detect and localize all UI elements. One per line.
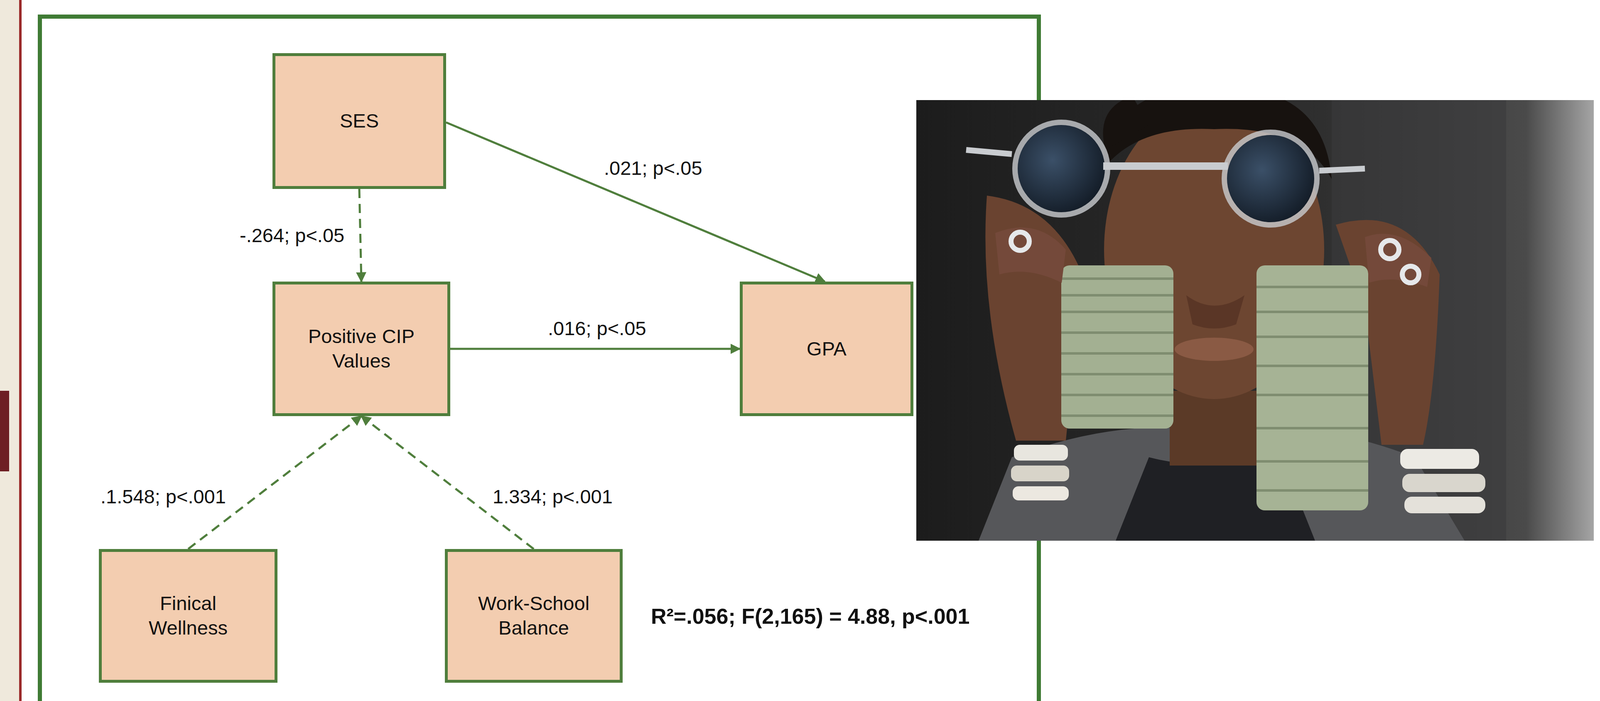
dashed-path xyxy=(359,188,362,282)
variable-name: GPA xyxy=(806,336,847,362)
variable-box: SES xyxy=(272,53,447,189)
path-coefficient: .016; p<.05 xyxy=(545,316,649,341)
variable-box: GPA xyxy=(739,281,914,417)
dashed-path xyxy=(188,416,362,550)
solid-path xyxy=(450,348,740,351)
variable-box: Work-School Balance xyxy=(444,549,623,683)
path-coefficient: .021; p<.05 xyxy=(601,156,705,180)
variable-box: Finical Wellness xyxy=(98,549,278,683)
path-coefficient: .1.548; p<.001 xyxy=(98,485,229,509)
variable-name: Positive CIP Values xyxy=(292,324,431,374)
variable-name: Work-School Balance xyxy=(464,591,604,641)
side-strip xyxy=(0,0,21,701)
model-fit-stat: R²=.056; F(2,165) = 4.88, p<.001 xyxy=(650,603,970,630)
solid-path xyxy=(446,122,825,282)
model-frame xyxy=(39,16,1039,701)
side-tab xyxy=(0,390,10,472)
side-rule xyxy=(19,0,22,701)
variable-box: Positive CIP Values xyxy=(272,281,451,417)
photo-illustration xyxy=(916,87,1594,541)
dashed-path xyxy=(361,416,534,550)
path-coefficient: -.264; p<.05 xyxy=(237,223,347,248)
path-coefficient: 1.334; p<.001 xyxy=(490,485,616,509)
variable-name: SES xyxy=(339,108,379,134)
variable-name: Finical Wellness xyxy=(118,591,258,641)
